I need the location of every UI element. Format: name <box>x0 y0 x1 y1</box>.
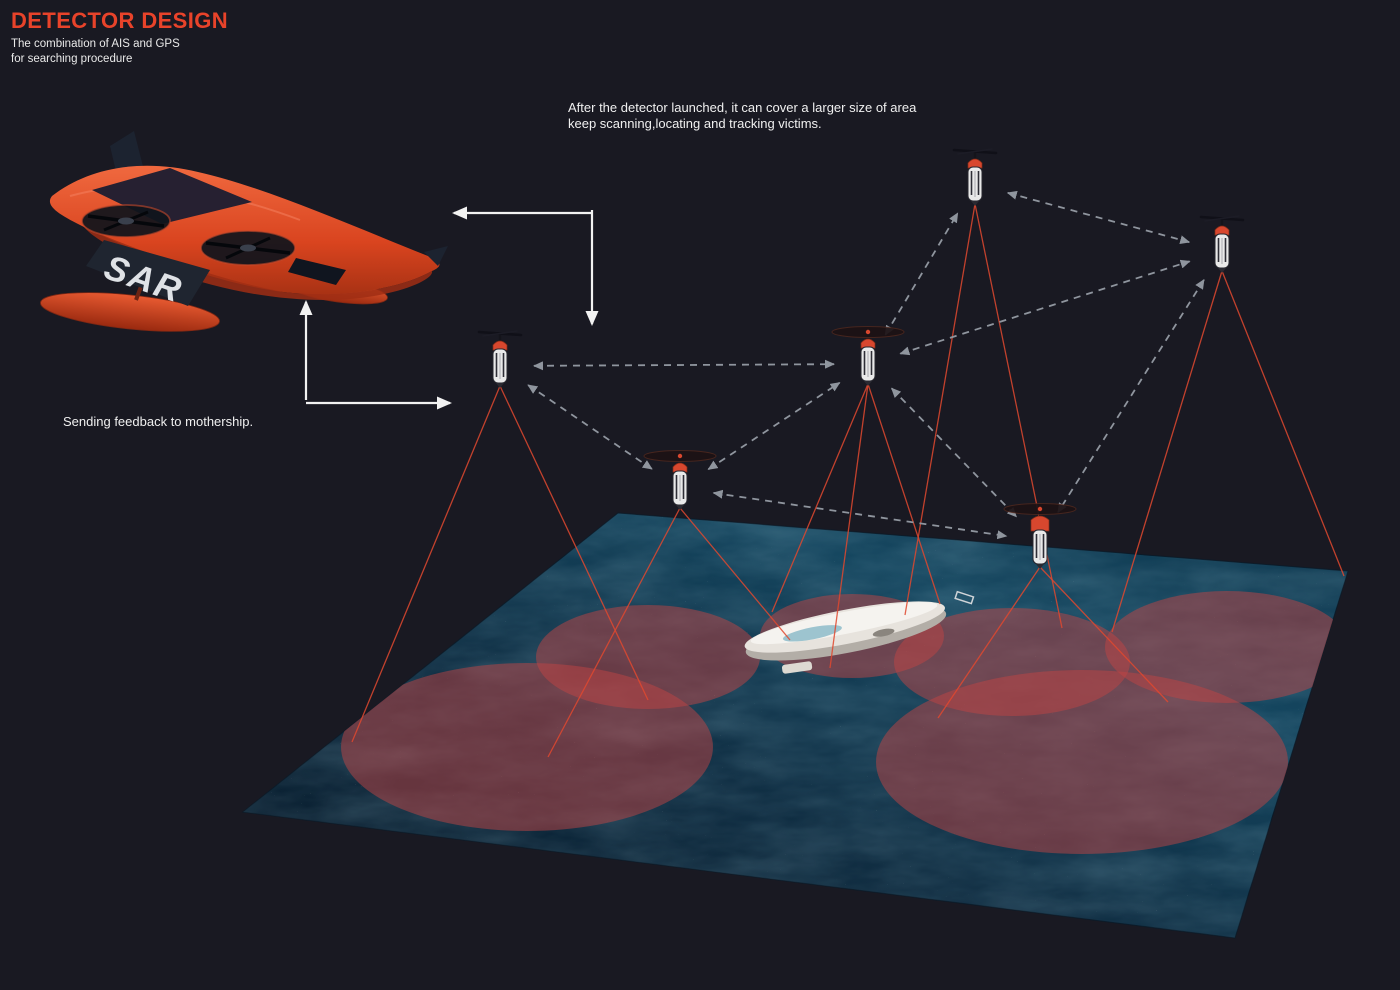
coverage-zone <box>1105 591 1348 703</box>
page-title: DETECTOR DESIGN <box>11 8 229 33</box>
detector-cap <box>1030 515 1050 532</box>
detector-link <box>1006 190 1191 245</box>
coverage-layer <box>341 591 1348 854</box>
detector-tail <box>1218 268 1226 273</box>
detector-link <box>884 212 959 336</box>
capsized-boat <box>744 590 975 674</box>
detector-cap <box>1214 225 1230 236</box>
rotor-blades-icon <box>957 148 993 155</box>
detector-link <box>712 489 1008 540</box>
detector-tail <box>496 383 504 388</box>
mothership-rotor-right <box>200 230 296 266</box>
rotor-blades-icon <box>1204 215 1240 222</box>
coverage-annotation-line-1: After the detector launched, it can cove… <box>568 100 917 115</box>
rotor-hub <box>1037 506 1043 512</box>
feedback-annotation: Sending feedback to mothership. <box>63 414 254 429</box>
rotor-blur-edge <box>1003 503 1077 515</box>
rotor-rim <box>81 204 171 238</box>
rear-deck <box>92 168 252 224</box>
mothership-aircraft: SAR <box>40 131 448 332</box>
detector-link <box>707 381 841 471</box>
detector-link <box>532 359 836 371</box>
rotor-rim <box>200 230 296 266</box>
detector-4 <box>952 148 998 206</box>
detector-5 <box>1199 215 1245 273</box>
rotor-mast <box>498 333 502 342</box>
scan-line <box>937 566 1041 719</box>
rotor-blur-edge <box>831 326 905 338</box>
rotor-hub <box>677 453 683 459</box>
hull-reflection <box>782 625 842 642</box>
scan-line <box>351 385 501 743</box>
page-subtitle: The combination of AIS and GPS for searc… <box>11 37 228 67</box>
detector-3 <box>831 326 905 386</box>
scan-line <box>679 507 791 641</box>
detector-cap <box>492 340 508 351</box>
mothership-rotor-left <box>81 204 171 238</box>
detector-link <box>890 387 1018 518</box>
rotor-blur-edge <box>643 450 717 462</box>
header: DETECTOR DESIGN The combination of AIS a… <box>11 8 228 67</box>
detector-1 <box>477 330 523 388</box>
rotor-hub <box>118 217 134 225</box>
hull-stern <box>872 628 895 637</box>
sar-stripe <box>86 240 210 306</box>
wingtip <box>424 246 448 266</box>
rotor-mast <box>1220 218 1224 227</box>
detector-6 <box>1003 503 1077 569</box>
rotor-hub <box>240 244 256 252</box>
detector-2 <box>643 450 717 510</box>
detectors-layer <box>477 148 1245 569</box>
coverage-zone <box>341 663 713 831</box>
links-layer <box>527 190 1205 540</box>
detector-tail <box>1036 564 1044 569</box>
subtitle-line-2: for searching procedure <box>11 53 133 66</box>
rotor-blades-icon <box>482 330 518 337</box>
detector-cap <box>860 338 876 349</box>
pontoon-left <box>40 292 220 332</box>
subtitle-line-1: The combination of AIS and GPS <box>11 38 180 50</box>
scan-line <box>547 507 681 758</box>
boat-hull <box>744 601 947 661</box>
detector-tail <box>864 381 872 386</box>
coverage-zone <box>876 670 1288 854</box>
detector-tail <box>971 201 979 206</box>
detector-link <box>899 259 1191 356</box>
detector-cap <box>967 158 983 169</box>
boat-debris <box>781 661 813 674</box>
detector-cap <box>672 462 688 473</box>
rotor-hub <box>865 329 871 335</box>
cockpit-window <box>288 258 346 285</box>
scan-line <box>1039 566 1169 703</box>
detector-tail <box>676 505 684 510</box>
coverage-annotation: After the detector launched, it can cove… <box>568 100 936 132</box>
scan-line <box>499 385 649 701</box>
coverage-annotation-line-2: keep scanning,locating and tracking vict… <box>568 115 822 131</box>
detector-link <box>1057 278 1205 514</box>
callout-arrows <box>299 206 599 410</box>
life-raft <box>954 590 975 605</box>
detector-link <box>527 384 653 470</box>
rotor-mast <box>973 151 977 160</box>
scan-line <box>1221 270 1345 577</box>
